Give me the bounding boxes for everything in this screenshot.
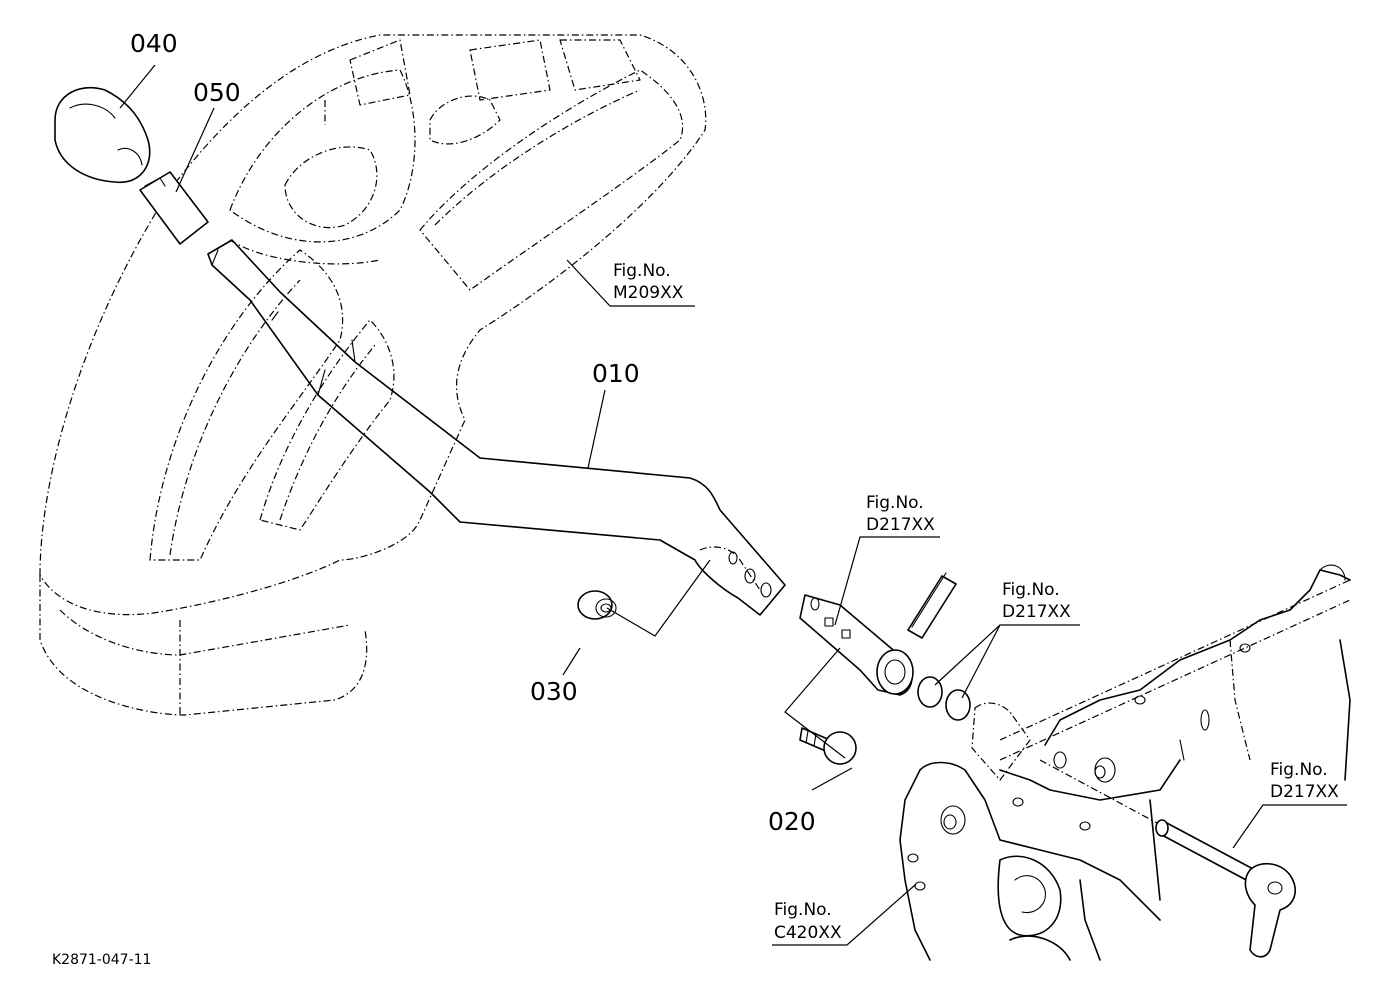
ref-c420-line2: C420XX [774,923,842,943]
ref-d217-b-line1: Fig.No. [1002,580,1060,600]
washer [577,590,617,620]
bolt [799,727,857,765]
ref-d217-a-line2: D217XX [866,515,935,535]
callout-050: 050 [193,78,241,107]
ref-d217-c-line2: D217XX [1270,782,1339,802]
knob-sleeve [139,171,209,245]
o-rings [917,676,971,721]
ref-d217-a-line1: Fig.No. [866,493,924,513]
shift-rod-assembly [1039,759,1296,958]
spring-pin [907,572,957,639]
transmission-case [899,564,1351,961]
lever-holder [799,594,914,696]
callout-020: 020 [768,807,816,836]
drawing-code: K2871-047-11 [52,952,151,968]
callout-010: 010 [592,359,640,388]
ref-d217-b-line2: D217XX [1002,602,1071,622]
ref-m209-line1: Fig.No. [613,261,671,281]
ref-m209-line2: M209XX [613,283,684,303]
leader-lines [119,64,1347,946]
lever-knob [54,86,151,183]
shift-lever [207,239,786,616]
ref-c420-line1: Fig.No. [774,900,832,920]
ref-d217-c-line1: Fig.No. [1270,760,1328,780]
callout-030: 030 [530,677,578,706]
callout-040: 040 [130,29,178,58]
